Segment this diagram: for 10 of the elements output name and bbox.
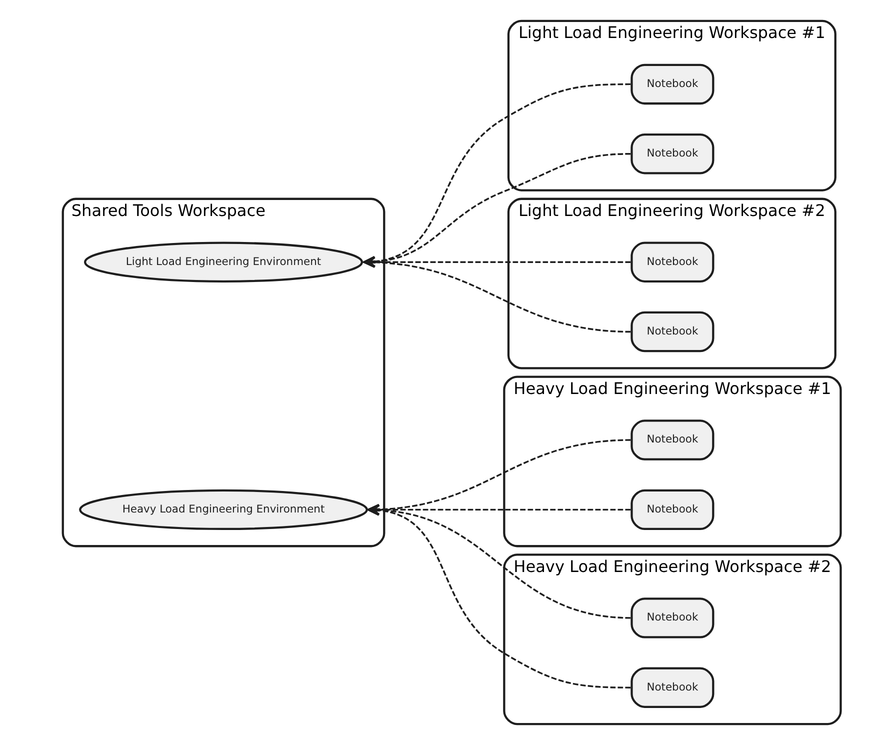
node-ellipse: Heavy Load Engineering Environment	[78, 489, 368, 530]
node-box: Notebook	[630, 134, 714, 174]
node-box: Notebook	[630, 420, 714, 460]
node-box: Notebook	[630, 242, 714, 282]
node-box: Notebook	[630, 667, 714, 708]
node-box: Notebook	[630, 311, 714, 352]
node-box: Notebook	[630, 598, 714, 638]
node-box: Notebook	[630, 64, 714, 105]
node-ellipse: Light Load Engineering Environment	[83, 242, 363, 282]
node-box: Notebook	[630, 489, 714, 530]
